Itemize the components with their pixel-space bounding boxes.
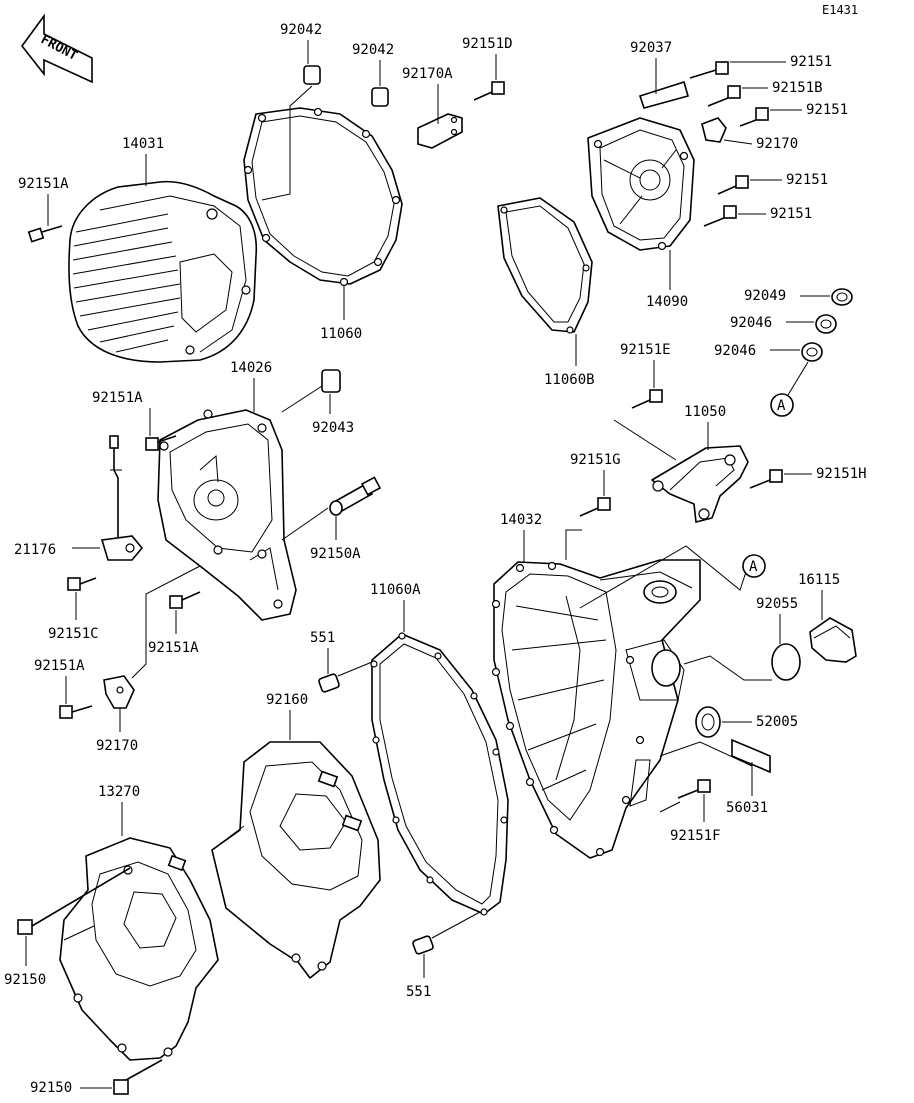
callout-92151F: 92151F — [670, 828, 721, 844]
dowel-551-bottom — [412, 935, 434, 955]
cover-14026 — [157, 409, 297, 621]
callout-14090: 14090 — [646, 294, 688, 310]
bolt-92150-bottom — [113, 1059, 163, 1095]
callout-92151D: 92151D — [462, 36, 513, 52]
bolt-92151A-bottom — [59, 705, 93, 719]
callout-92150-top: 92150 — [4, 972, 46, 988]
dowel-92043 — [321, 369, 341, 393]
callout-92170-bottom: 92170 — [96, 738, 138, 754]
callout-21176: 21176 — [14, 542, 56, 558]
bolt-92151D — [473, 81, 505, 101]
callout-11060: 11060 — [320, 326, 362, 342]
callout-92160: 92160 — [266, 692, 308, 708]
seal-52005 — [695, 706, 721, 738]
diagram-code: E1431 — [822, 3, 858, 17]
callout-14026: 14026 — [230, 360, 272, 376]
callout-92042-left: 92042 — [280, 22, 322, 38]
callout-11060A: 11060A — [370, 582, 421, 598]
callout-92151-b: 92151 — [806, 102, 848, 118]
callout-92049: 92049 — [744, 288, 786, 304]
dowel-551-top — [318, 673, 340, 693]
ref-marker-a-mid: A — [742, 554, 766, 578]
bearing-92046-a — [815, 314, 837, 334]
callout-92151A-mid: 92151A — [92, 390, 143, 406]
bearing-92046-b — [801, 342, 823, 362]
bolt-92151A-top — [27, 225, 63, 243]
clutch-cover-14032 — [491, 559, 701, 859]
callout-92042-right: 92042 — [352, 42, 394, 58]
callout-92151E: 92151E — [620, 342, 671, 358]
cover-14090 — [587, 117, 695, 251]
clamp-92170-top — [701, 117, 727, 143]
bolt-92151A-mid — [145, 435, 177, 451]
callout-92037: 92037 — [630, 40, 672, 56]
seal-92049 — [831, 288, 853, 306]
front-arrow-icon: FRONT — [20, 13, 93, 84]
gasket-11060A — [371, 633, 509, 915]
callout-92151C: 92151C — [48, 626, 99, 642]
label-56031 — [731, 738, 771, 774]
bolt-92151F — [677, 779, 711, 799]
callout-92151-c: 92151 — [786, 172, 828, 188]
o-ring-92055 — [771, 643, 801, 681]
svg-text:A: A — [749, 559, 758, 575]
gasket-11060-holes — [243, 107, 401, 287]
callout-14032: 14032 — [500, 512, 542, 528]
svg-text:A: A — [777, 398, 786, 414]
callout-551-top: 551 — [310, 630, 335, 646]
callout-52005: 52005 — [756, 714, 798, 730]
guard-13270 — [59, 837, 219, 1061]
dowel-92042-right — [371, 87, 389, 107]
callout-92151B: 92151B — [772, 80, 823, 96]
callout-92046-b: 92046 — [714, 343, 756, 359]
plate-92037 — [638, 80, 689, 109]
bracket-11050 — [651, 445, 749, 523]
oil-filler-cap-16115 — [809, 617, 857, 663]
callout-92151-d: 92151 — [770, 206, 812, 222]
pin-92150A — [329, 476, 382, 516]
pickup-sensor-21176 — [100, 435, 144, 561]
callout-92151H: 92151H — [816, 466, 867, 482]
generator-cover-14031 — [68, 180, 258, 363]
callout-92170A: 92170A — [402, 66, 453, 82]
callout-14031: 14031 — [122, 136, 164, 152]
callout-16115: 16115 — [798, 572, 840, 588]
bolt-92150-top — [17, 867, 131, 935]
callout-92043: 92043 — [312, 420, 354, 436]
callout-551-bottom: 551 — [406, 984, 431, 1000]
callout-92151A-top: 92151A — [18, 176, 69, 192]
gasket-11060A-holes — [370, 632, 508, 916]
callout-92055: 92055 — [756, 596, 798, 612]
bolt-92151A-low — [169, 591, 201, 609]
callout-92046-a: 92046 — [730, 315, 772, 331]
callout-56031: 56031 — [726, 800, 768, 816]
dowel-92042-left — [303, 65, 321, 85]
callout-92150-bottom: 92150 — [30, 1080, 72, 1096]
gasket-11060B — [497, 197, 593, 333]
callout-92150A: 92150A — [310, 546, 361, 562]
bolt-92151E — [631, 389, 663, 409]
callout-92151A-low: 92151A — [148, 640, 199, 656]
callout-11060B: 11060B — [544, 372, 595, 388]
bolt-92151G — [579, 497, 611, 517]
bolt-92151H — [749, 469, 783, 489]
bolt-92151C — [67, 577, 97, 591]
callout-11050: 11050 — [684, 404, 726, 420]
callout-92151-a: 92151 — [790, 54, 832, 70]
callout-92151G: 92151G — [570, 452, 621, 468]
bolts-92151-right — [689, 61, 769, 227]
ref-marker-a-top: A — [770, 393, 794, 417]
callout-92151A-bottom: 92151A — [34, 658, 85, 674]
guard-92160 — [211, 741, 381, 979]
clamp-92170A — [417, 113, 463, 149]
callout-13270: 13270 — [98, 784, 140, 800]
callout-92170-top: 92170 — [756, 136, 798, 152]
gasket-11060 — [243, 107, 403, 285]
